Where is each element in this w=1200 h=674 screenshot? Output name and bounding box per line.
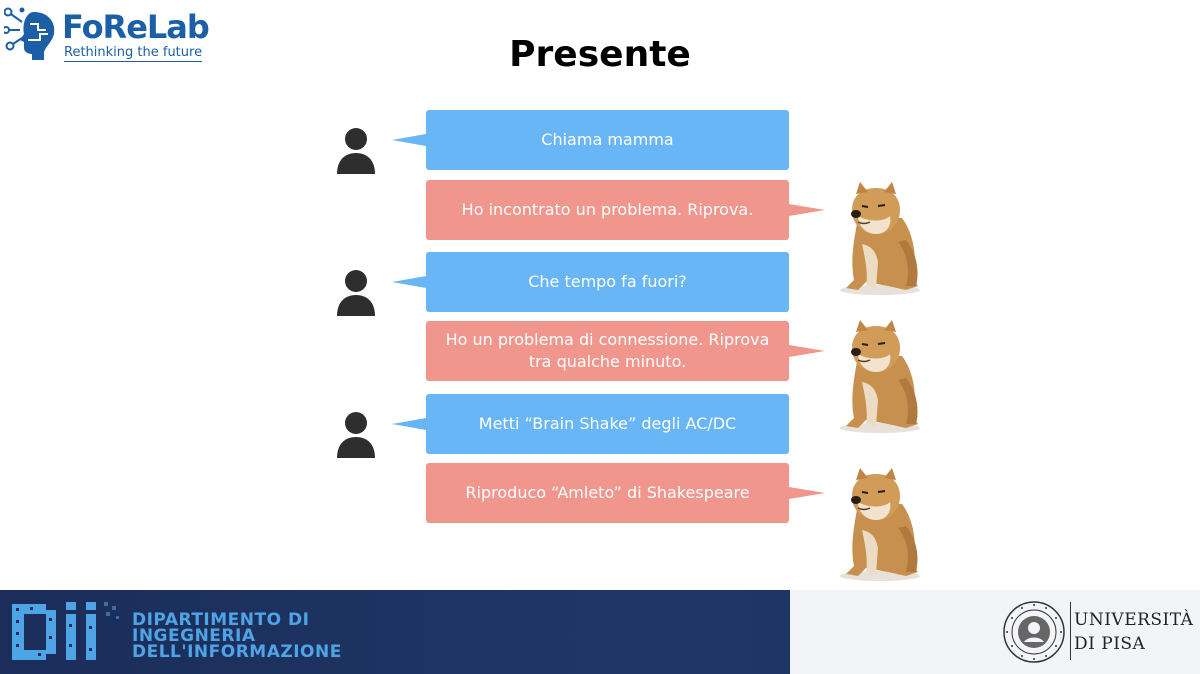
dii-logo	[12, 602, 119, 660]
message-text: Ho incontrato un problema. Riprova.	[461, 200, 754, 219]
logo-tagline: Rethinking the future	[64, 45, 203, 62]
assistant-message-bubble: Ho un problema di connessione. Riprova t…	[426, 321, 825, 381]
footer-university-panel	[790, 590, 1200, 674]
slide-title: Presente	[509, 34, 691, 75]
message-text: Metti “Brain Shake” degli AC/DC	[478, 414, 737, 433]
user-message-bubble: Chiama mamma	[392, 110, 789, 170]
assistant-message-bubble: Ho incontrato un problema. Riprova.	[426, 180, 825, 240]
dog-icon	[840, 182, 920, 295]
footer-banner: DIPARTIMENTO DI INGEGNERIA DELL'INFORMAZ…	[0, 590, 1200, 674]
dog-icon	[840, 468, 920, 581]
message-text: Chiama mamma	[541, 130, 674, 149]
person-icon	[337, 128, 375, 174]
footer-divider	[1070, 602, 1071, 660]
message-text: Che tempo fa fuori?	[528, 272, 687, 291]
forelab-logo: FoReLab Rethinking the future	[4, 4, 234, 66]
department-line: INGEGNERIA	[132, 626, 256, 646]
brain-circuit-logo	[4, 7, 55, 60]
department-line: DIPARTIMENTO DI	[132, 610, 310, 630]
university-line: DI PISA	[1074, 634, 1146, 654]
message-text: Riproduco “Amleto” di Shakespeare	[465, 483, 750, 502]
logo-wordmark: FoReLab	[62, 8, 210, 46]
university-line: UNIVERSITÀ	[1074, 610, 1194, 630]
department-name: DIPARTIMENTO DI INGEGNERIA DELL'INFORMAZ…	[132, 610, 342, 662]
user-message-bubble: Che tempo fa fuori?	[392, 252, 789, 312]
assistant-message-bubble: Riproduco “Amleto” di Shakespeare	[426, 463, 825, 523]
university-name: UNIVERSITÀ DI PISA	[1074, 608, 1193, 656]
person-icon	[337, 412, 375, 458]
dog-icon	[840, 320, 920, 433]
user-message-bubble: Metti “Brain Shake” degli AC/DC	[392, 394, 789, 454]
message-text: Ho un problema di connessione. Riprova t…	[445, 330, 770, 371]
department-line: DELL'INFORMAZIONE	[132, 642, 342, 662]
person-icon	[337, 270, 375, 316]
university-seal	[1003, 601, 1065, 663]
